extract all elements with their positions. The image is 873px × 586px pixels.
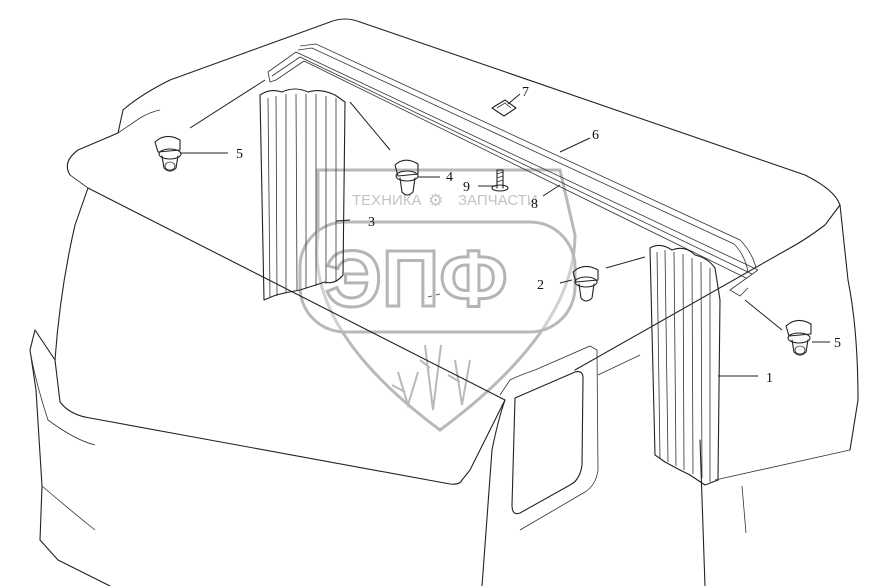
cab-front-lower bbox=[29, 329, 111, 586]
callout-9: 9 bbox=[463, 180, 470, 195]
curtain-left-fold-4 bbox=[295, 93, 298, 291]
clip-2 bbox=[572, 265, 599, 302]
curtain-right-fold-6 bbox=[700, 261, 703, 479]
leader-rail-right bbox=[605, 256, 646, 269]
curtain-left bbox=[259, 88, 346, 301]
side-window bbox=[511, 371, 584, 515]
cab-body bbox=[29, 18, 859, 586]
rail-end-right bbox=[729, 269, 759, 297]
clip-5-right bbox=[785, 319, 812, 356]
curtain-right-outline bbox=[649, 244, 721, 486]
roof-panel-edge bbox=[117, 109, 161, 134]
curtain-right-fold-5 bbox=[691, 257, 694, 475]
leader-6 bbox=[559, 137, 591, 153]
watermark-shield bbox=[315, 168, 577, 432]
rail-line-5 bbox=[297, 47, 749, 273]
cab-front-step bbox=[41, 485, 96, 531]
watermark-right-word: ЗАПЧАСТИ bbox=[458, 192, 538, 209]
callouts: 1 2 3 4 5 5 6 7 8 9 bbox=[236, 85, 841, 386]
curtain-left-fold-2 bbox=[275, 95, 278, 297]
watermark-left-word: ТЕХНИКА bbox=[352, 192, 422, 209]
windshield-inner-edge bbox=[69, 174, 89, 189]
curtain-left-fold-1 bbox=[267, 97, 271, 299]
leader-8 bbox=[542, 184, 561, 197]
callout-6: 6 bbox=[592, 128, 599, 143]
leader-5a-rail bbox=[189, 79, 266, 129]
callout-8: 8 bbox=[531, 197, 538, 212]
watermark-logo: ЭПФ bbox=[325, 234, 508, 323]
callout-5-right: 5 bbox=[834, 336, 841, 351]
callout-5-left: 5 bbox=[236, 147, 243, 162]
callout-7: 7 bbox=[522, 85, 529, 100]
clip-5-left bbox=[154, 135, 182, 172]
callout-3: 3 bbox=[368, 215, 375, 230]
gear-icon: ⚙ bbox=[428, 191, 443, 210]
leader-rail-left bbox=[349, 101, 391, 151]
leader-3 bbox=[335, 219, 351, 222]
leader-2 bbox=[559, 279, 573, 284]
watermark: ТЕХНИКА ⚙ ЗАПЧАСТИ ЭПФ bbox=[298, 168, 577, 432]
callout-2: 2 bbox=[537, 278, 544, 293]
screw-9 bbox=[491, 169, 509, 192]
callout-4: 4 bbox=[446, 170, 453, 185]
rail-line-4 bbox=[299, 43, 757, 269]
side-window-frame bbox=[499, 345, 599, 531]
cab-front-contour bbox=[29, 349, 96, 446]
door-handle-recess bbox=[741, 485, 747, 534]
leader-7 bbox=[507, 93, 521, 105]
a-pillar bbox=[481, 399, 506, 586]
curtain-right-fold-1 bbox=[656, 251, 661, 459]
door-rear-edge bbox=[699, 439, 706, 586]
cab-rear-side bbox=[839, 204, 859, 451]
rail-line-3 bbox=[275, 60, 747, 279]
callout-1: 1 bbox=[766, 371, 773, 386]
clip-7 bbox=[491, 99, 517, 117]
curtain-right-fold-3 bbox=[673, 251, 677, 467]
curtain-right-fold-2 bbox=[664, 249, 669, 463]
curtain-right bbox=[649, 244, 721, 486]
windshield-mark bbox=[427, 293, 441, 298]
rail-end-left bbox=[267, 71, 277, 83]
cab-roof bbox=[66, 18, 841, 371]
curtain-rail bbox=[267, 43, 759, 297]
leader-5b-rail bbox=[744, 299, 783, 331]
door-panel-line bbox=[714, 449, 851, 481]
curtain-right-fold-4 bbox=[682, 253, 685, 471]
door-window-divider bbox=[597, 354, 641, 376]
clip-4 bbox=[394, 159, 419, 196]
curtain-left-outline bbox=[259, 88, 346, 301]
leader-lines bbox=[180, 79, 830, 377]
rail-line-1 bbox=[267, 51, 759, 271]
rail-line-2 bbox=[271, 56, 753, 275]
windshield bbox=[54, 187, 506, 485]
